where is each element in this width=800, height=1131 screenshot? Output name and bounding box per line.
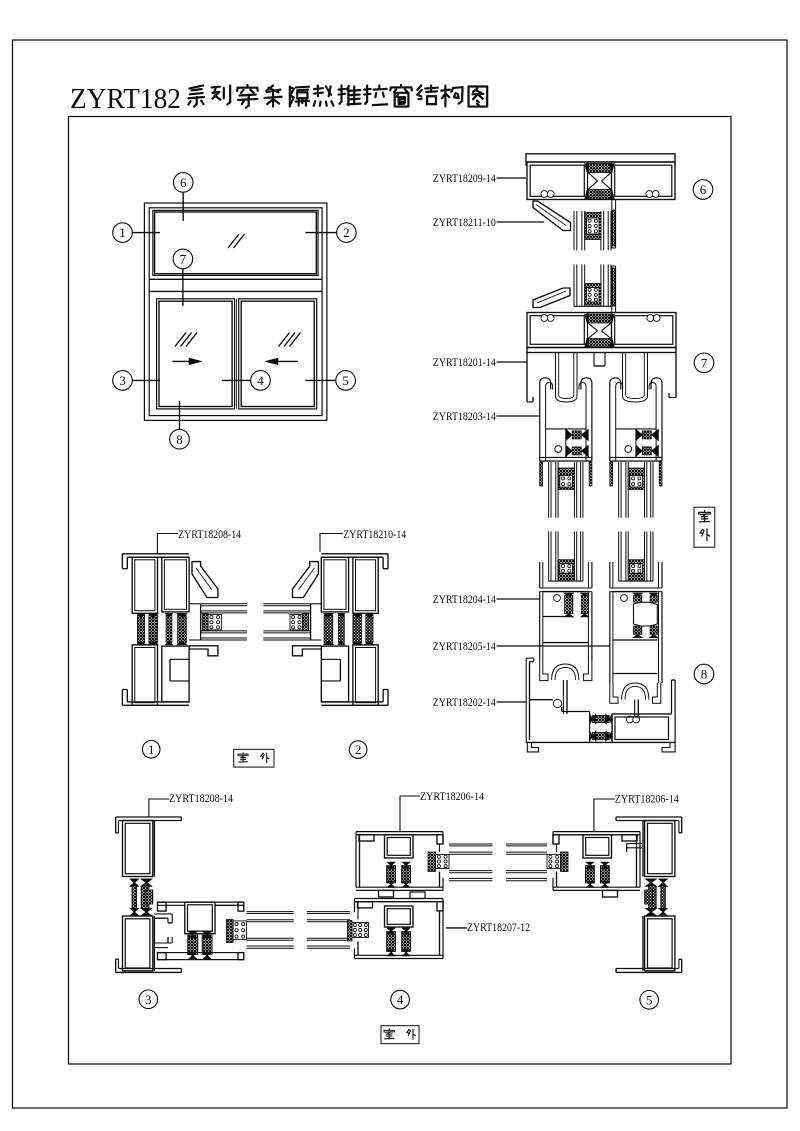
svg-text:ZYRT18206-14: ZYRT18206-14: [615, 791, 679, 805]
svg-text:ZYRT18202-14: ZYRT18202-14: [433, 695, 496, 709]
svg-text:2: 2: [355, 742, 362, 757]
svg-text:ZYRT18203-14: ZYRT18203-14: [433, 409, 496, 423]
svg-text:2: 2: [343, 225, 350, 240]
svg-text:ZYRT18208-14: ZYRT18208-14: [169, 791, 233, 805]
svg-text:ZYRT18210-14: ZYRT18210-14: [343, 527, 406, 541]
svg-text:ZYRT18204-14: ZYRT18204-14: [433, 592, 496, 606]
svg-text:1: 1: [119, 225, 126, 240]
svg-text:7: 7: [701, 355, 708, 370]
svg-text:3: 3: [119, 373, 126, 388]
svg-text:ZYRT18207-12: ZYRT18207-12: [467, 920, 530, 934]
svg-text:8: 8: [176, 432, 183, 447]
svg-text:4: 4: [257, 373, 264, 388]
svg-text:ZYRT18209-14: ZYRT18209-14: [433, 171, 496, 185]
svg-text:ZYRT18208-14: ZYRT18208-14: [178, 527, 241, 541]
svg-text:5: 5: [342, 373, 349, 388]
svg-text:8: 8: [701, 667, 708, 682]
svg-text:6: 6: [180, 175, 187, 190]
svg-text:ZYRT18201-14: ZYRT18201-14: [433, 355, 496, 369]
svg-text:ZYRT18211-10: ZYRT18211-10: [433, 215, 496, 229]
svg-text:ZYRT18206-14: ZYRT18206-14: [420, 789, 484, 803]
svg-text:3: 3: [145, 992, 152, 1007]
svg-text:1: 1: [148, 742, 155, 757]
svg-text:4: 4: [397, 992, 404, 1007]
svg-text:7: 7: [180, 251, 187, 266]
svg-text:5: 5: [646, 992, 653, 1007]
svg-text:6: 6: [700, 182, 707, 197]
svg-text:ZYRT18205-14: ZYRT18205-14: [433, 639, 496, 653]
svg-text:ZYRT182: ZYRT182: [70, 83, 181, 115]
